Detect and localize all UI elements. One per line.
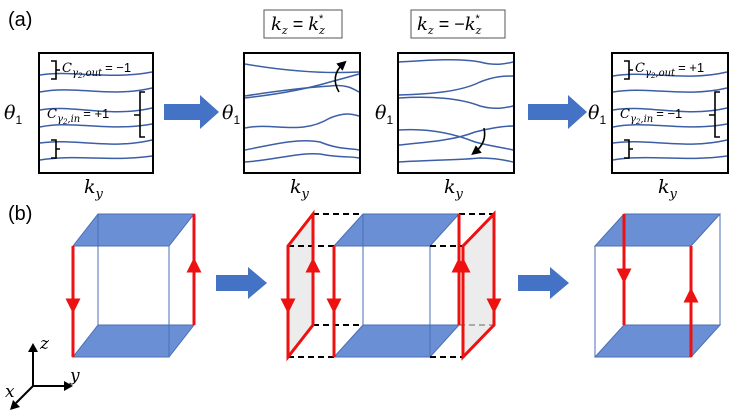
cube-3-bottom-plate [593,324,722,358]
band-box-2-curves [244,63,360,163]
cube-2-dashed-outline [288,213,494,358]
theta-label-3: θ1 [375,102,393,127]
axis-y-label: y [69,366,80,386]
axis-y-arrowhead [64,381,73,391]
panel-b-label: (b) [8,203,32,225]
band-box-1: Cγ2,out= −1 Cγ2,in= +1 [38,52,154,174]
ky-label-4: ky [658,176,678,202]
panel-a-label: (a) [8,9,32,31]
cube-1-edges [97,214,170,357]
kz-plus-label: kz = kz* [271,13,325,37]
theta-label-2: θ1 [222,102,240,127]
band-box-3 [397,52,515,174]
theta-label-4: θ1 [588,102,606,127]
band-box-3-frame [397,52,515,174]
band-box-1-curves [39,71,153,161]
box4-c-out-label: Cγ2,out= +1 [635,60,704,80]
box4-c-in-label: Cγ2,in= −1 [620,106,682,126]
ky-label-2: ky [290,176,310,202]
cube-2-red-loop-left-outer [286,209,315,362]
band-box-4-curves [612,71,728,161]
kz-plus-box [263,9,343,39]
cube-2 [280,209,502,362]
flow-arrow-a2 [528,95,587,129]
cube-3 [593,213,722,358]
theta-label-1: θ1 [4,102,22,127]
cube-2-left-slab [288,214,313,357]
flow-arrow-a1 [164,95,219,129]
cube-3-edges [594,214,721,357]
band-box-4-braces [624,60,720,159]
cube-1-bottom-plate [71,324,196,358]
rotation-arrow-3 [471,127,486,155]
box1-c-out-label: Cγ2,out= −1 [62,60,131,80]
cube-2-top-plate [332,213,461,247]
axis-x-label: x [5,382,15,402]
axis-x-line [15,385,34,404]
band-box-4-frame [611,52,729,174]
band-box-2 [243,52,361,174]
flow-arrow-b2 [518,267,569,299]
rotation-arrow-2 [334,60,347,93]
cube-2-right-slab [463,214,494,357]
band-box-1-braces [51,60,145,159]
band-box-4: Cγ2,out= +1 Cγ2,in= −1 [611,52,729,174]
axis-z-arrowhead [28,343,38,352]
cube-2-red-loop-right-outer [461,210,496,361]
flow-arrow-b1 [216,267,267,299]
axes-gizmo: z y x [5,334,80,410]
axis-z-label: z [39,334,50,354]
cube-2-edges [362,214,431,357]
cube-1-top-plate [71,213,196,247]
ky-label-3: ky [444,176,464,202]
axis-x-arrowhead [10,400,20,410]
ky-label-1: ky [84,176,104,202]
kz-minus-label: kz = −kz* [417,13,482,37]
band-box-3-curves [398,58,514,163]
cube-3-top-plate [593,213,722,247]
box1-c-in-label: Cγ2,in= +1 [47,106,109,126]
kz-minus-box [410,9,506,39]
cube-1 [65,213,202,358]
cube-2-bottom-plate [332,324,461,358]
